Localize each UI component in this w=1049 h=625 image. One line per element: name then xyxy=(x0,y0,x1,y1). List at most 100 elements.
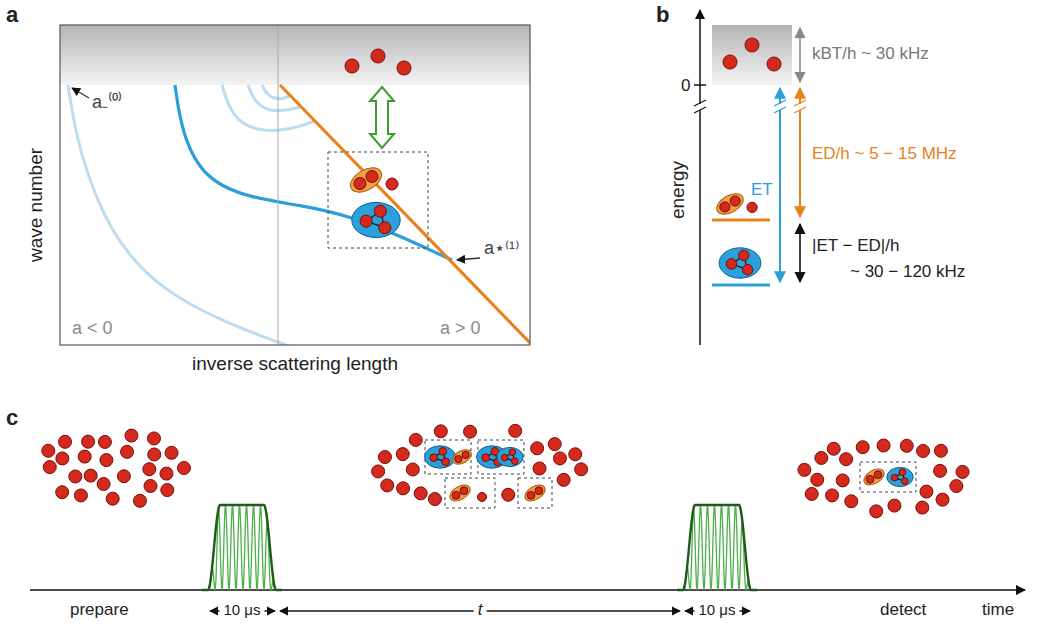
atom xyxy=(396,448,409,461)
atom xyxy=(434,425,447,438)
resonance-label: a⋆⁽¹⁾ xyxy=(484,238,519,259)
duration-label: 10 μs xyxy=(220,601,265,618)
light-curve xyxy=(68,85,300,345)
atom xyxy=(900,439,913,452)
atom xyxy=(956,465,969,478)
atom xyxy=(379,222,391,234)
atom xyxy=(934,464,947,477)
atom xyxy=(845,495,858,508)
atom xyxy=(360,215,372,227)
atom xyxy=(42,444,55,457)
duration-label: 10 μs xyxy=(695,601,740,618)
atom xyxy=(723,55,737,69)
energy-label: kBT/h ~ 30 kHz xyxy=(812,44,929,64)
trimer xyxy=(352,202,400,237)
atom xyxy=(345,59,359,73)
atom xyxy=(920,485,933,498)
atom xyxy=(97,478,110,491)
atom xyxy=(117,470,130,483)
pulse-envelope xyxy=(202,505,282,590)
atom xyxy=(165,446,178,459)
atom xyxy=(160,467,173,480)
atom xyxy=(371,49,385,63)
atom xyxy=(856,441,869,454)
atom xyxy=(372,465,385,478)
atom xyxy=(386,178,398,190)
atom xyxy=(936,493,949,506)
trimer xyxy=(887,467,913,486)
atom xyxy=(56,486,69,499)
atom xyxy=(78,450,91,463)
pair-box xyxy=(425,440,471,474)
atom xyxy=(747,202,757,212)
atom xyxy=(836,474,849,487)
atom xyxy=(826,489,839,502)
atom xyxy=(378,451,391,464)
atom xyxy=(121,445,134,458)
atom xyxy=(397,61,411,75)
atom xyxy=(69,470,82,483)
atom xyxy=(767,57,781,71)
atom xyxy=(74,489,87,502)
atom xyxy=(98,435,111,448)
atom xyxy=(535,487,543,495)
atom xyxy=(430,454,438,462)
atom xyxy=(874,471,882,479)
atom xyxy=(464,425,477,438)
dimer xyxy=(447,482,473,504)
region-label: a > 0 xyxy=(440,318,481,339)
atom xyxy=(888,499,901,512)
axis-title: time xyxy=(982,600,1014,620)
duration-label: t xyxy=(474,600,487,620)
atom xyxy=(144,479,157,492)
rf-oscillation xyxy=(202,505,282,590)
dimer xyxy=(450,447,474,468)
atom xyxy=(82,435,95,448)
atom xyxy=(815,451,828,464)
dimer xyxy=(346,163,385,197)
axis-tick: 0 xyxy=(681,76,690,96)
dimer xyxy=(861,466,887,488)
pulse-envelope xyxy=(677,505,757,590)
atom xyxy=(531,442,544,455)
atom xyxy=(840,453,853,466)
pair-box xyxy=(445,478,495,508)
atom xyxy=(509,424,522,437)
atom xyxy=(409,433,422,446)
atom xyxy=(509,449,516,456)
atom xyxy=(870,505,883,518)
pair-box xyxy=(860,462,916,492)
atom xyxy=(455,456,462,463)
atom xyxy=(899,469,906,476)
trimer xyxy=(425,446,456,468)
atom xyxy=(133,494,146,507)
panel-letter: a xyxy=(6,2,18,27)
panel-letter: c xyxy=(6,405,18,430)
atom xyxy=(891,474,898,481)
dimer xyxy=(522,482,548,504)
trimer xyxy=(497,447,523,466)
dimer xyxy=(713,189,747,218)
atom xyxy=(56,452,69,465)
atom xyxy=(575,463,588,476)
atom xyxy=(106,492,119,505)
atom xyxy=(452,491,460,499)
step-label: prepare xyxy=(70,600,129,620)
atom xyxy=(147,432,160,445)
atom xyxy=(569,448,582,461)
atom xyxy=(428,493,441,506)
atom xyxy=(397,482,410,495)
atom xyxy=(916,501,929,514)
atom xyxy=(726,259,736,269)
atom xyxy=(553,452,566,465)
atom xyxy=(161,484,174,497)
axis-title: wave number xyxy=(25,148,47,262)
atom xyxy=(502,488,515,501)
atom xyxy=(100,454,113,467)
atom xyxy=(406,463,419,476)
atom xyxy=(798,463,811,476)
pair-box xyxy=(518,478,552,508)
atom xyxy=(950,480,963,493)
atom xyxy=(414,487,427,500)
atom xyxy=(177,462,190,475)
